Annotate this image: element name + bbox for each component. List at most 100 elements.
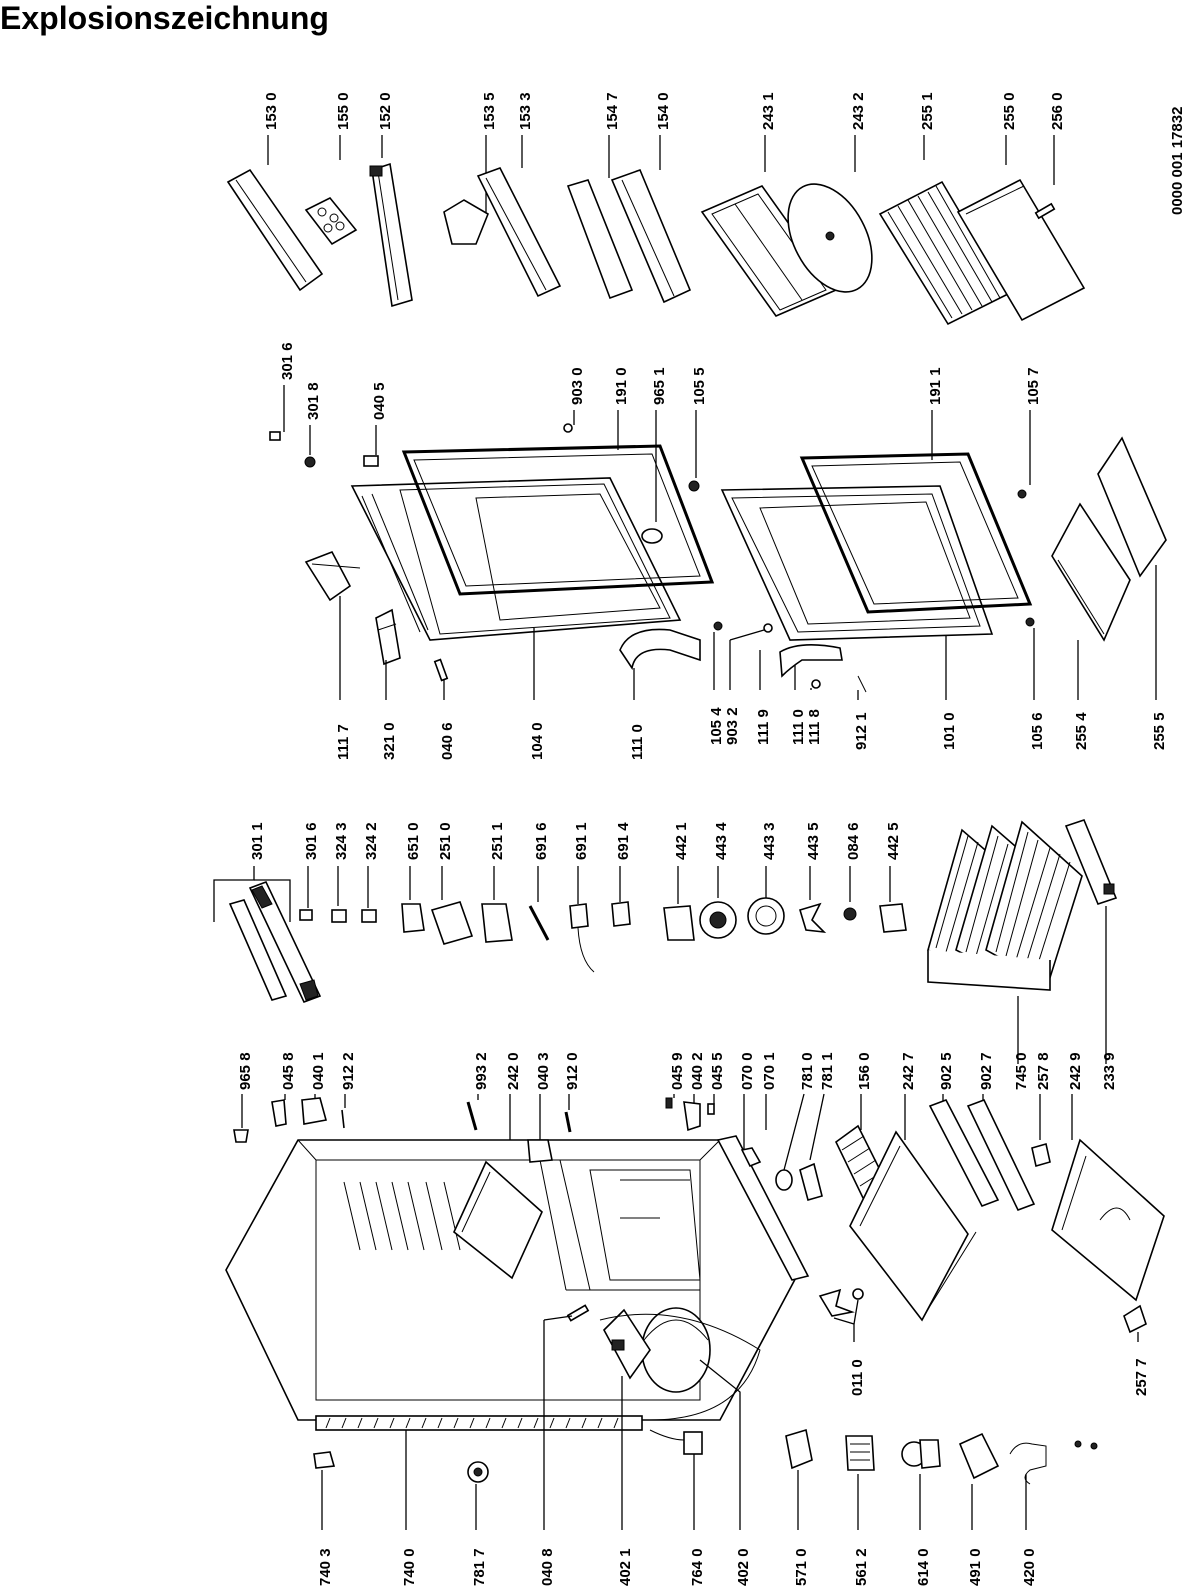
label-101-0: 101 0 <box>941 712 958 750</box>
label-243-1: 243 1 <box>760 92 777 130</box>
part-labels-doors-top: 301 6 301 8 040 5 903 0 191 0 965 1 105 … <box>279 342 1042 420</box>
label-965-1: 965 1 <box>651 367 668 405</box>
label-105-7: 105 7 <box>1025 367 1042 405</box>
label-242-0: 242 0 <box>505 1052 522 1090</box>
label-045-9: 045 9 <box>669 1052 686 1090</box>
label-105-5: 105 5 <box>691 367 708 405</box>
label-154-7: 154 7 <box>604 92 621 130</box>
label-902-5: 902 5 <box>938 1052 955 1090</box>
leader-lines-cabinet-top <box>241 906 1107 1171</box>
label-251-1: 251 1 <box>489 822 506 860</box>
label-301-8: 301 8 <box>305 382 322 420</box>
label-255-5: 255 5 <box>1151 712 1168 750</box>
label-105-4: 105 4 <box>708 707 725 745</box>
label-154-0: 154 0 <box>655 92 672 130</box>
label-912-0: 912 0 <box>564 1052 581 1090</box>
part-labels-shelves: 153 0 155 0 152 0 153 5 153 3 154 7 154 … <box>263 92 1185 215</box>
label-105-6: 105 6 <box>1029 712 1046 750</box>
label-443-3: 443 3 <box>761 822 778 860</box>
label-153-5: 153 5 <box>481 92 498 130</box>
label-040-5: 040 5 <box>371 382 388 420</box>
label-084-6: 084 6 <box>845 822 862 860</box>
label-111-7: 111 7 <box>335 724 352 760</box>
label-442-1: 442 1 <box>673 822 690 860</box>
label-903-2: 903 2 <box>724 707 741 745</box>
door-parts <box>269 423 1167 693</box>
label-153-3: 153 3 <box>517 92 534 130</box>
label-912-2: 912 2 <box>340 1052 357 1090</box>
label-152-0: 152 0 <box>377 92 394 130</box>
label-442-5: 442 5 <box>885 822 902 860</box>
shelf-parts <box>226 162 1086 326</box>
label-443-4: 443 4 <box>713 822 730 860</box>
label-153-0: 153 0 <box>263 92 280 130</box>
label-191-1: 191 1 <box>927 367 944 405</box>
page-title: Explosionszeichnung <box>0 0 329 36</box>
label-301-6a: 301 6 <box>279 342 296 380</box>
label-740-3: 740 3 <box>317 1548 334 1586</box>
label-740-0: 740 0 <box>401 1548 418 1586</box>
label-764-0: 764 0 <box>689 1548 706 1586</box>
label-242-7: 242 7 <box>900 1052 917 1090</box>
label-045-5: 045 5 <box>709 1052 726 1090</box>
leader-lines-bottom-left <box>321 1315 1027 1530</box>
label-420-0: 420 0 <box>1021 1548 1038 1586</box>
label-070-1: 070 1 <box>761 1052 778 1090</box>
label-255-0: 255 0 <box>1001 92 1018 130</box>
leader-lines-small-parts <box>213 866 891 922</box>
label-257-7: 257 7 <box>1133 1358 1150 1396</box>
label-745-0: 745 0 <box>1013 1052 1030 1090</box>
label-111-8: 111 8 <box>806 709 823 745</box>
part-labels-small-parts: 301 1 301 6 324 3 324 2 651 0 251 0 251 … <box>249 822 902 860</box>
label-324-2: 324 2 <box>363 822 380 860</box>
label-040-2: 040 2 <box>689 1052 706 1090</box>
document-code: 0000 001 17832 <box>1169 107 1185 215</box>
label-691-6: 691 6 <box>533 822 550 860</box>
label-040-1: 040 1 <box>310 1052 327 1090</box>
label-651-0: 651 0 <box>405 822 422 860</box>
label-691-4: 691 4 <box>615 822 632 860</box>
label-255-1: 255 1 <box>919 92 936 130</box>
label-965-8: 965 8 <box>237 1052 254 1090</box>
label-614-0: 614 0 <box>915 1548 932 1586</box>
label-191-0: 191 0 <box>613 367 630 405</box>
label-402-1: 402 1 <box>617 1548 634 1586</box>
label-156-0: 156 0 <box>856 1052 873 1090</box>
label-111-0a: 111 0 <box>629 724 646 760</box>
label-324-3: 324 3 <box>333 822 350 860</box>
label-691-1: 691 1 <box>573 822 590 860</box>
label-243-2: 243 2 <box>850 92 867 130</box>
label-491-0: 491 0 <box>967 1548 984 1586</box>
label-781-7: 781 7 <box>471 1548 488 1586</box>
label-111-0b: 111 0 <box>790 709 807 745</box>
label-321-0: 321 0 <box>381 722 398 760</box>
label-561-2: 561 2 <box>853 1548 870 1586</box>
label-111-9: 111 9 <box>755 709 772 745</box>
label-233-9: 233 9 <box>1101 1052 1118 1090</box>
label-571-0: 571 0 <box>793 1548 810 1586</box>
label-912-1: 912 1 <box>853 712 870 750</box>
part-labels-bottom-left: 740 3 740 0 781 7 040 8 402 1 764 0 402 … <box>317 1548 1038 1586</box>
label-040-8: 040 8 <box>539 1548 556 1586</box>
leader-lines-shelves <box>267 135 1055 215</box>
label-251-0: 251 0 <box>437 822 454 860</box>
label-402-0: 402 0 <box>735 1548 752 1586</box>
label-242-9: 242 9 <box>1067 1052 1084 1090</box>
label-040-6: 040 6 <box>439 722 456 760</box>
label-781-1: 781 1 <box>819 1052 836 1090</box>
label-443-5: 443 5 <box>805 822 822 860</box>
label-040-3: 040 3 <box>535 1052 552 1090</box>
leader-lines-doors-top <box>283 385 1031 522</box>
part-labels-cabinet-top: 965 8 045 8 040 1 912 2 993 2 242 0 040 … <box>237 1052 1118 1090</box>
label-104-0: 104 0 <box>529 722 546 760</box>
label-902-7: 902 7 <box>978 1052 995 1090</box>
bottom-left-parts <box>313 1428 1098 1485</box>
label-045-8: 045 8 <box>280 1052 297 1090</box>
leader-lines-cabinet-bottom <box>833 1299 1139 1342</box>
label-781-0: 781 0 <box>799 1052 816 1090</box>
part-labels-doors-bottom: 111 7 321 0 040 6 104 0 111 0 105 4 903 … <box>335 707 1168 760</box>
small-parts <box>228 819 1118 1004</box>
label-257-8: 257 8 <box>1035 1052 1052 1090</box>
label-011-0: 011 0 <box>849 1359 866 1396</box>
